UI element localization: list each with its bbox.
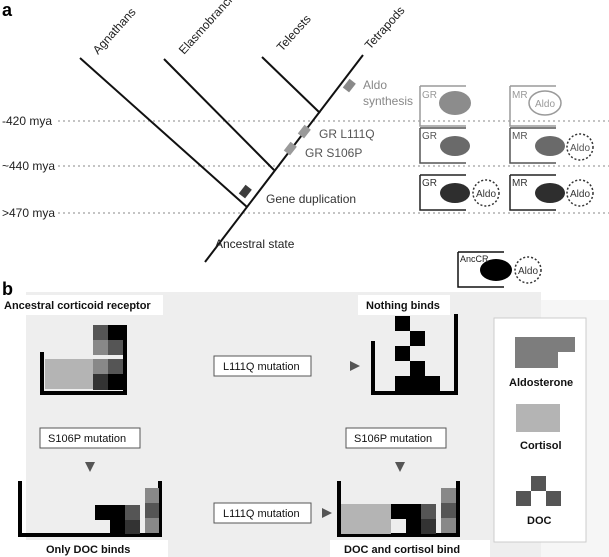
time-label-440: ~440 mya bbox=[2, 159, 55, 173]
label-gr-l111q: GR L111Q bbox=[319, 127, 375, 141]
gr-label: GR bbox=[422, 90, 437, 101]
legend-aldosterone: Aldosterone bbox=[509, 337, 575, 389]
mutation-label-s106p: S106P mutation bbox=[354, 433, 432, 445]
receptor-anccr: AncCR Aldo bbox=[457, 251, 542, 288]
pocket-only-doc bbox=[18, 481, 162, 537]
pocket-ancestral bbox=[40, 325, 127, 395]
arrow-s106p-right: S106P mutation bbox=[345, 405, 447, 472]
label-synthesis: synthesis bbox=[363, 94, 413, 108]
pocket-doc-cortisol bbox=[337, 481, 460, 537]
title-doc-cortisol-bg bbox=[330, 540, 490, 557]
arrow-s106p-left: S106P mutation bbox=[39, 405, 141, 472]
taxon-teleosts: Teleosts bbox=[274, 12, 314, 54]
label-aldo: Aldo bbox=[363, 78, 387, 92]
gr-label: GR bbox=[422, 178, 437, 189]
mr-label: MR bbox=[512, 131, 528, 142]
aldo-free-label: Aldo bbox=[518, 266, 538, 277]
label-gr-s106p: GR S106P bbox=[305, 146, 362, 160]
anccr-label: AncCR bbox=[460, 254, 489, 264]
taxon-tetrapods: Tetrapods bbox=[362, 3, 408, 52]
mr-label: MR bbox=[512, 178, 528, 189]
mr-label: MR bbox=[512, 90, 528, 101]
arrow-l111q-top: L111Q mutation bbox=[180, 355, 360, 377]
legend-doc: DOC bbox=[516, 476, 561, 527]
aldo-free-label: Aldo bbox=[476, 189, 496, 200]
arrow-l111q-bottom: L111Q mutation bbox=[180, 502, 332, 524]
event-marker-l111q bbox=[297, 124, 311, 139]
event-marker-duplication bbox=[238, 184, 252, 199]
mutation-label-l111q: L111Q mutation bbox=[223, 361, 300, 373]
panel-a: a -420 mya ~440 mya >470 mya Agnathans E… bbox=[2, 0, 609, 288]
aldo-free-label: Aldo bbox=[570, 189, 590, 200]
panel-b-letter: b bbox=[2, 279, 13, 299]
receptor-gr-row2: GR bbox=[419, 127, 470, 164]
label-gene-duplication: Gene duplication bbox=[266, 192, 356, 206]
legend-label-cortisol: Cortisol bbox=[520, 440, 562, 452]
title-nothing-bg bbox=[358, 295, 450, 315]
receptor-mr-row2: MR Aldo bbox=[509, 127, 594, 164]
legend-cortisol: Cortisol bbox=[516, 404, 562, 452]
receptor-gr-row1: GR bbox=[419, 85, 471, 127]
aldo-bound-label: Aldo bbox=[535, 99, 555, 110]
receptor-gr-row3: GR Aldo bbox=[419, 174, 500, 211]
title-only-doc-bg bbox=[26, 540, 168, 557]
aldo-free-label: Aldo bbox=[570, 143, 590, 154]
receptor-mr-row1: MR Aldo bbox=[509, 85, 562, 127]
phylogenetic-tree bbox=[79, 54, 364, 263]
title-only-doc: Only DOC binds bbox=[46, 544, 130, 556]
pocket-nothing bbox=[371, 314, 458, 395]
legend-label-doc: DOC bbox=[527, 515, 552, 527]
title-ancestral-bg bbox=[0, 295, 163, 315]
receptor-mr-row3: MR Aldo bbox=[509, 174, 594, 211]
taxon-elasmobranchs: Elasmobranchs bbox=[176, 0, 242, 57]
time-label-470: >470 mya bbox=[2, 206, 55, 220]
event-marker-aldo bbox=[342, 78, 356, 93]
mutation-label-s106p: S106P mutation bbox=[48, 433, 126, 445]
title-ancestral: Ancestral corticoid receptor bbox=[4, 300, 151, 312]
taxon-agnathans: Agnathans bbox=[90, 5, 139, 57]
legend-label-aldosterone: Aldosterone bbox=[509, 377, 573, 389]
panel-b: b Ancestral corticoid receptor Nothing b… bbox=[0, 279, 609, 557]
time-label-420: -420 mya bbox=[2, 114, 52, 128]
label-ancestral-state: Ancestral state bbox=[215, 237, 295, 251]
mutation-label-l111q: L111Q mutation bbox=[223, 508, 300, 520]
title-nothing: Nothing binds bbox=[366, 300, 440, 312]
panel-a-letter: a bbox=[2, 0, 13, 20]
title-doc-cortisol: DOC and cortisol bind bbox=[344, 544, 460, 556]
event-marker-s106p bbox=[283, 141, 297, 156]
gr-label: GR bbox=[422, 131, 437, 142]
